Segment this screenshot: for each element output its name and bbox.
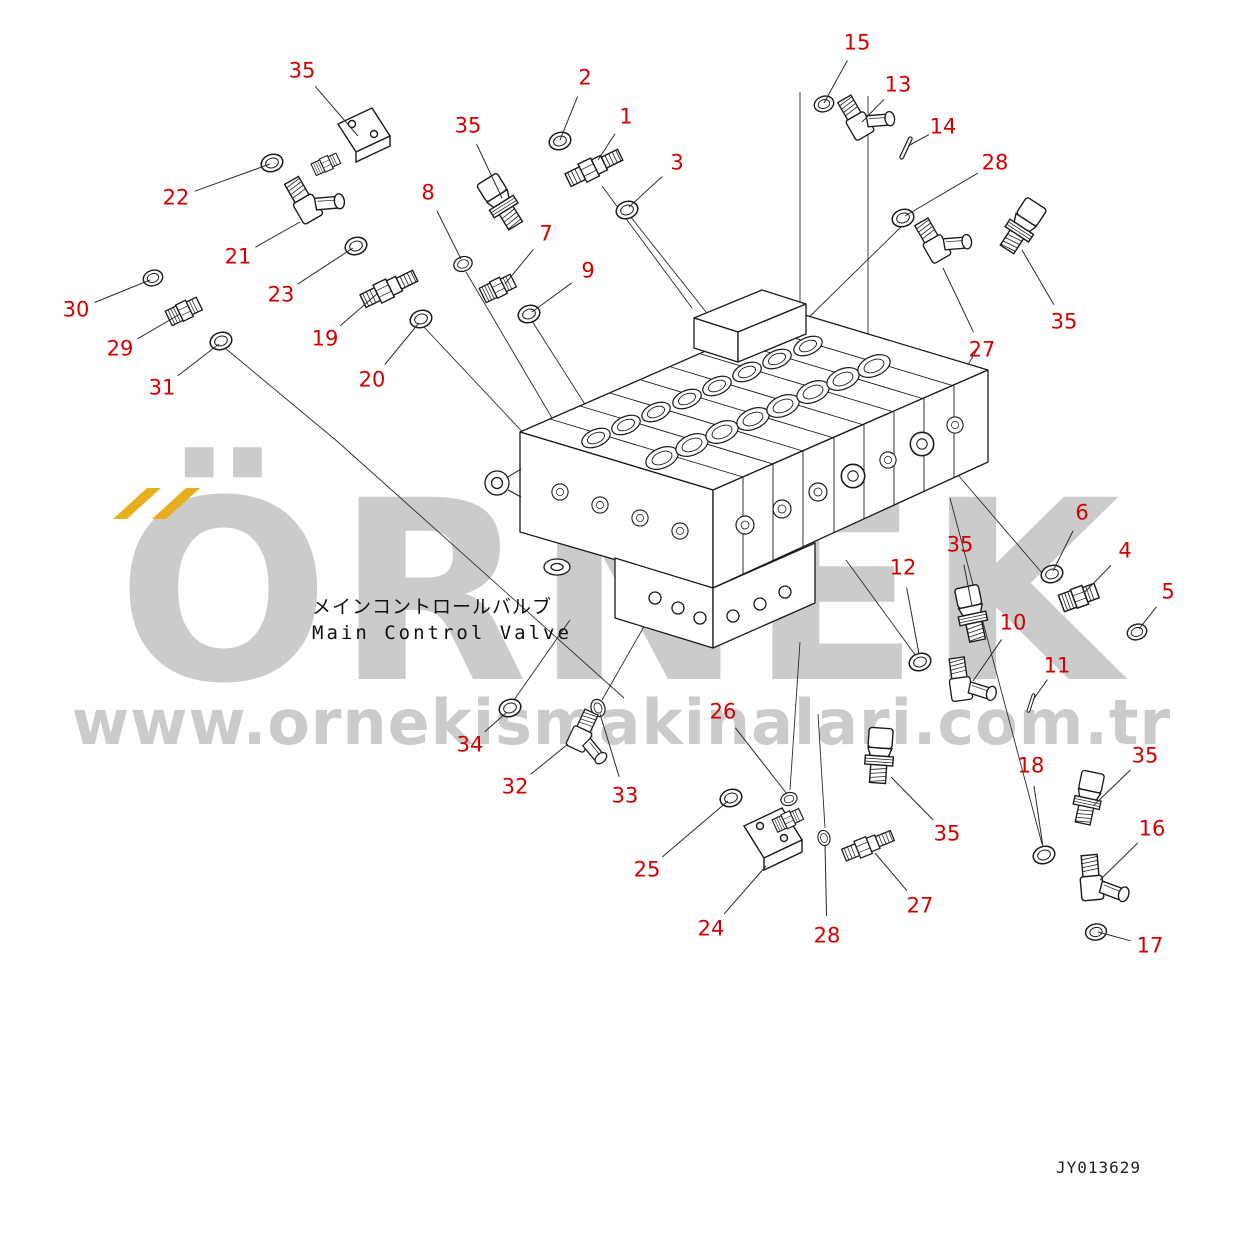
leader-line-27 — [874, 852, 908, 892]
leader-lines — [94, 60, 1157, 942]
callout-35: 35 — [454, 113, 482, 138]
callout-15: 15 — [843, 30, 871, 55]
callout-20: 20 — [358, 367, 386, 392]
callout-1: 1 — [619, 104, 633, 129]
leader-line-35 — [1093, 769, 1131, 806]
callout-22: 22 — [162, 185, 190, 210]
callout-18: 18 — [1017, 753, 1045, 778]
callout-5: 5 — [1161, 579, 1175, 604]
leader-line-35 — [890, 776, 934, 821]
callout-2: 2 — [578, 65, 592, 90]
leader-line-8 — [436, 210, 462, 260]
leader-line-15 — [823, 60, 848, 104]
callout-7: 7 — [539, 221, 553, 246]
leader-line-10 — [972, 639, 1003, 682]
leader-line-13 — [861, 98, 885, 123]
callout-23: 23 — [267, 282, 295, 307]
callout-4: 4 — [1118, 538, 1132, 563]
flange-elbow-fitting — [310, 107, 392, 177]
callout-6: 6 — [1075, 500, 1089, 525]
leader-line-27 — [942, 267, 974, 333]
leader-line-12 — [906, 587, 920, 655]
drawing-number: JY013629 — [1056, 1158, 1142, 1177]
brand-umlaut-mark — [152, 488, 200, 519]
callout-11: 11 — [1043, 653, 1071, 678]
leader-line-7 — [504, 249, 534, 285]
leader-line-34 — [484, 711, 508, 733]
callout-31: 31 — [148, 375, 176, 400]
callout-21: 21 — [224, 244, 252, 269]
callout-35: 35 — [288, 58, 316, 83]
leader-line-18 — [1033, 785, 1044, 848]
leader-line-16 — [1099, 842, 1139, 881]
callout-28: 28 — [813, 923, 841, 948]
callout-29: 29 — [106, 336, 134, 361]
callout-35: 35 — [1131, 743, 1159, 768]
callout-27: 27 — [906, 893, 934, 918]
callout-28: 28 — [981, 150, 1009, 175]
leader-line-20 — [384, 322, 420, 365]
callout-9: 9 — [581, 258, 595, 283]
leader-line-26 — [734, 727, 788, 795]
leader-line-5 — [1138, 606, 1157, 630]
leader-line-35 — [476, 143, 503, 199]
leader-line-28 — [904, 172, 979, 217]
leader-line-19 — [339, 292, 379, 327]
leader-line-21 — [255, 221, 301, 248]
brand-umlaut-mark — [113, 488, 161, 519]
callout-12: 12 — [889, 555, 917, 580]
leader-line-32 — [530, 743, 569, 775]
leader-line-33 — [599, 713, 620, 778]
callout-16: 16 — [1138, 816, 1166, 841]
leader-line-25 — [661, 800, 729, 858]
leader-line-2 — [559, 96, 578, 141]
leader-line-11 — [1032, 679, 1048, 701]
title-japanese: メインコントロールバルブ — [312, 596, 553, 618]
main-control-valve-body — [484, 289, 989, 649]
fittings — [140, 79, 1150, 943]
callout-10: 10 — [999, 610, 1027, 635]
leader-line-35 — [1021, 249, 1055, 305]
title-block: メインコントロールバルブ Main Control Valve — [312, 592, 572, 644]
leader-line-1 — [597, 133, 616, 161]
callout-17: 17 — [1136, 933, 1164, 958]
leader-line-3 — [628, 176, 663, 208]
callout-35: 35 — [946, 532, 974, 557]
callout-3: 3 — [670, 150, 684, 175]
leader-line-29 — [137, 313, 181, 340]
callout-30: 30 — [62, 297, 90, 322]
leader-line-9 — [531, 282, 573, 313]
brand-umlaut-marks — [113, 488, 200, 519]
callout-34: 34 — [456, 732, 484, 757]
leader-line-23 — [297, 247, 354, 285]
callout-8: 8 — [421, 180, 435, 205]
callout-27: 27 — [968, 337, 996, 362]
leader-line-24 — [723, 865, 767, 915]
leader-line-30 — [94, 279, 151, 303]
callout-14: 14 — [929, 114, 957, 139]
callout-35: 35 — [933, 821, 961, 846]
leader-line-14 — [907, 134, 930, 147]
callout-35: 35 — [1050, 309, 1078, 334]
leader-line-35 — [963, 564, 973, 607]
leader-line-31 — [177, 343, 220, 377]
callout-26: 26 — [709, 699, 737, 724]
leader-line-35 — [314, 85, 359, 137]
callout-25: 25 — [633, 857, 661, 882]
callout-24: 24 — [697, 916, 725, 941]
callout-32: 32 — [501, 774, 529, 799]
callout-13: 13 — [884, 72, 912, 97]
flange-elbow-fitting — [742, 806, 805, 872]
callout-33: 33 — [611, 783, 639, 808]
title-english: Main Control Valve — [312, 622, 572, 644]
callout-19: 19 — [311, 326, 339, 351]
leader-line-28 — [824, 844, 828, 917]
leader-line-17 — [1097, 931, 1131, 942]
leader-line-6 — [1052, 530, 1074, 572]
leader-line-4 — [1083, 564, 1112, 594]
leader-line-22 — [194, 163, 271, 192]
